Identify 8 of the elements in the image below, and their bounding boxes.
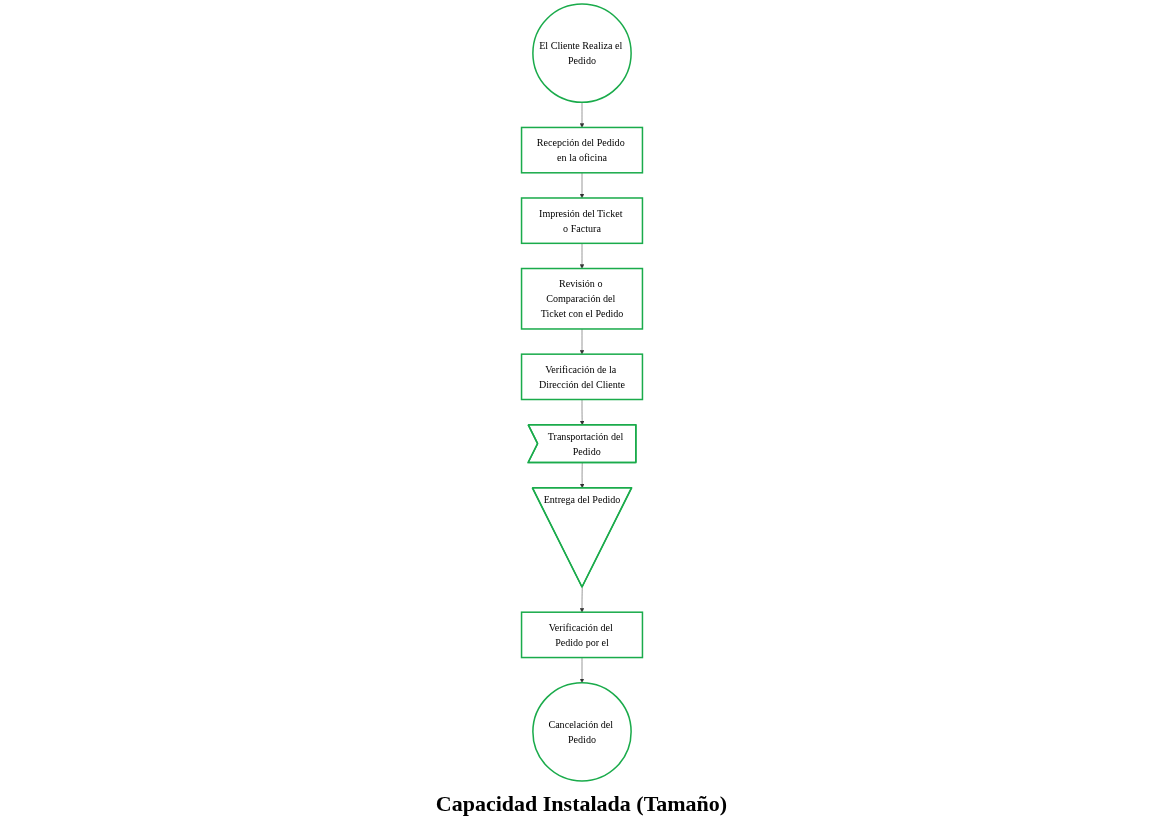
note-text: Capacidad Instalada (Tamaño) [435, 791, 728, 817]
node-box: Revisión o Comparación del Ticket con el Pedido [520, 267, 643, 330]
node-circle: Cancelación del Pedido [531, 681, 632, 782]
node-box: Verificación del Pedido por el [520, 611, 643, 659]
node-box: Verificación de la Dirección del Cliente [520, 353, 643, 401]
node-box: Recepción del Pedido en la oficina [520, 126, 643, 174]
node-box: Impresión del Ticket o Factura [520, 197, 643, 245]
node-circle: El Cliente Realiza el Pedido [531, 3, 632, 104]
